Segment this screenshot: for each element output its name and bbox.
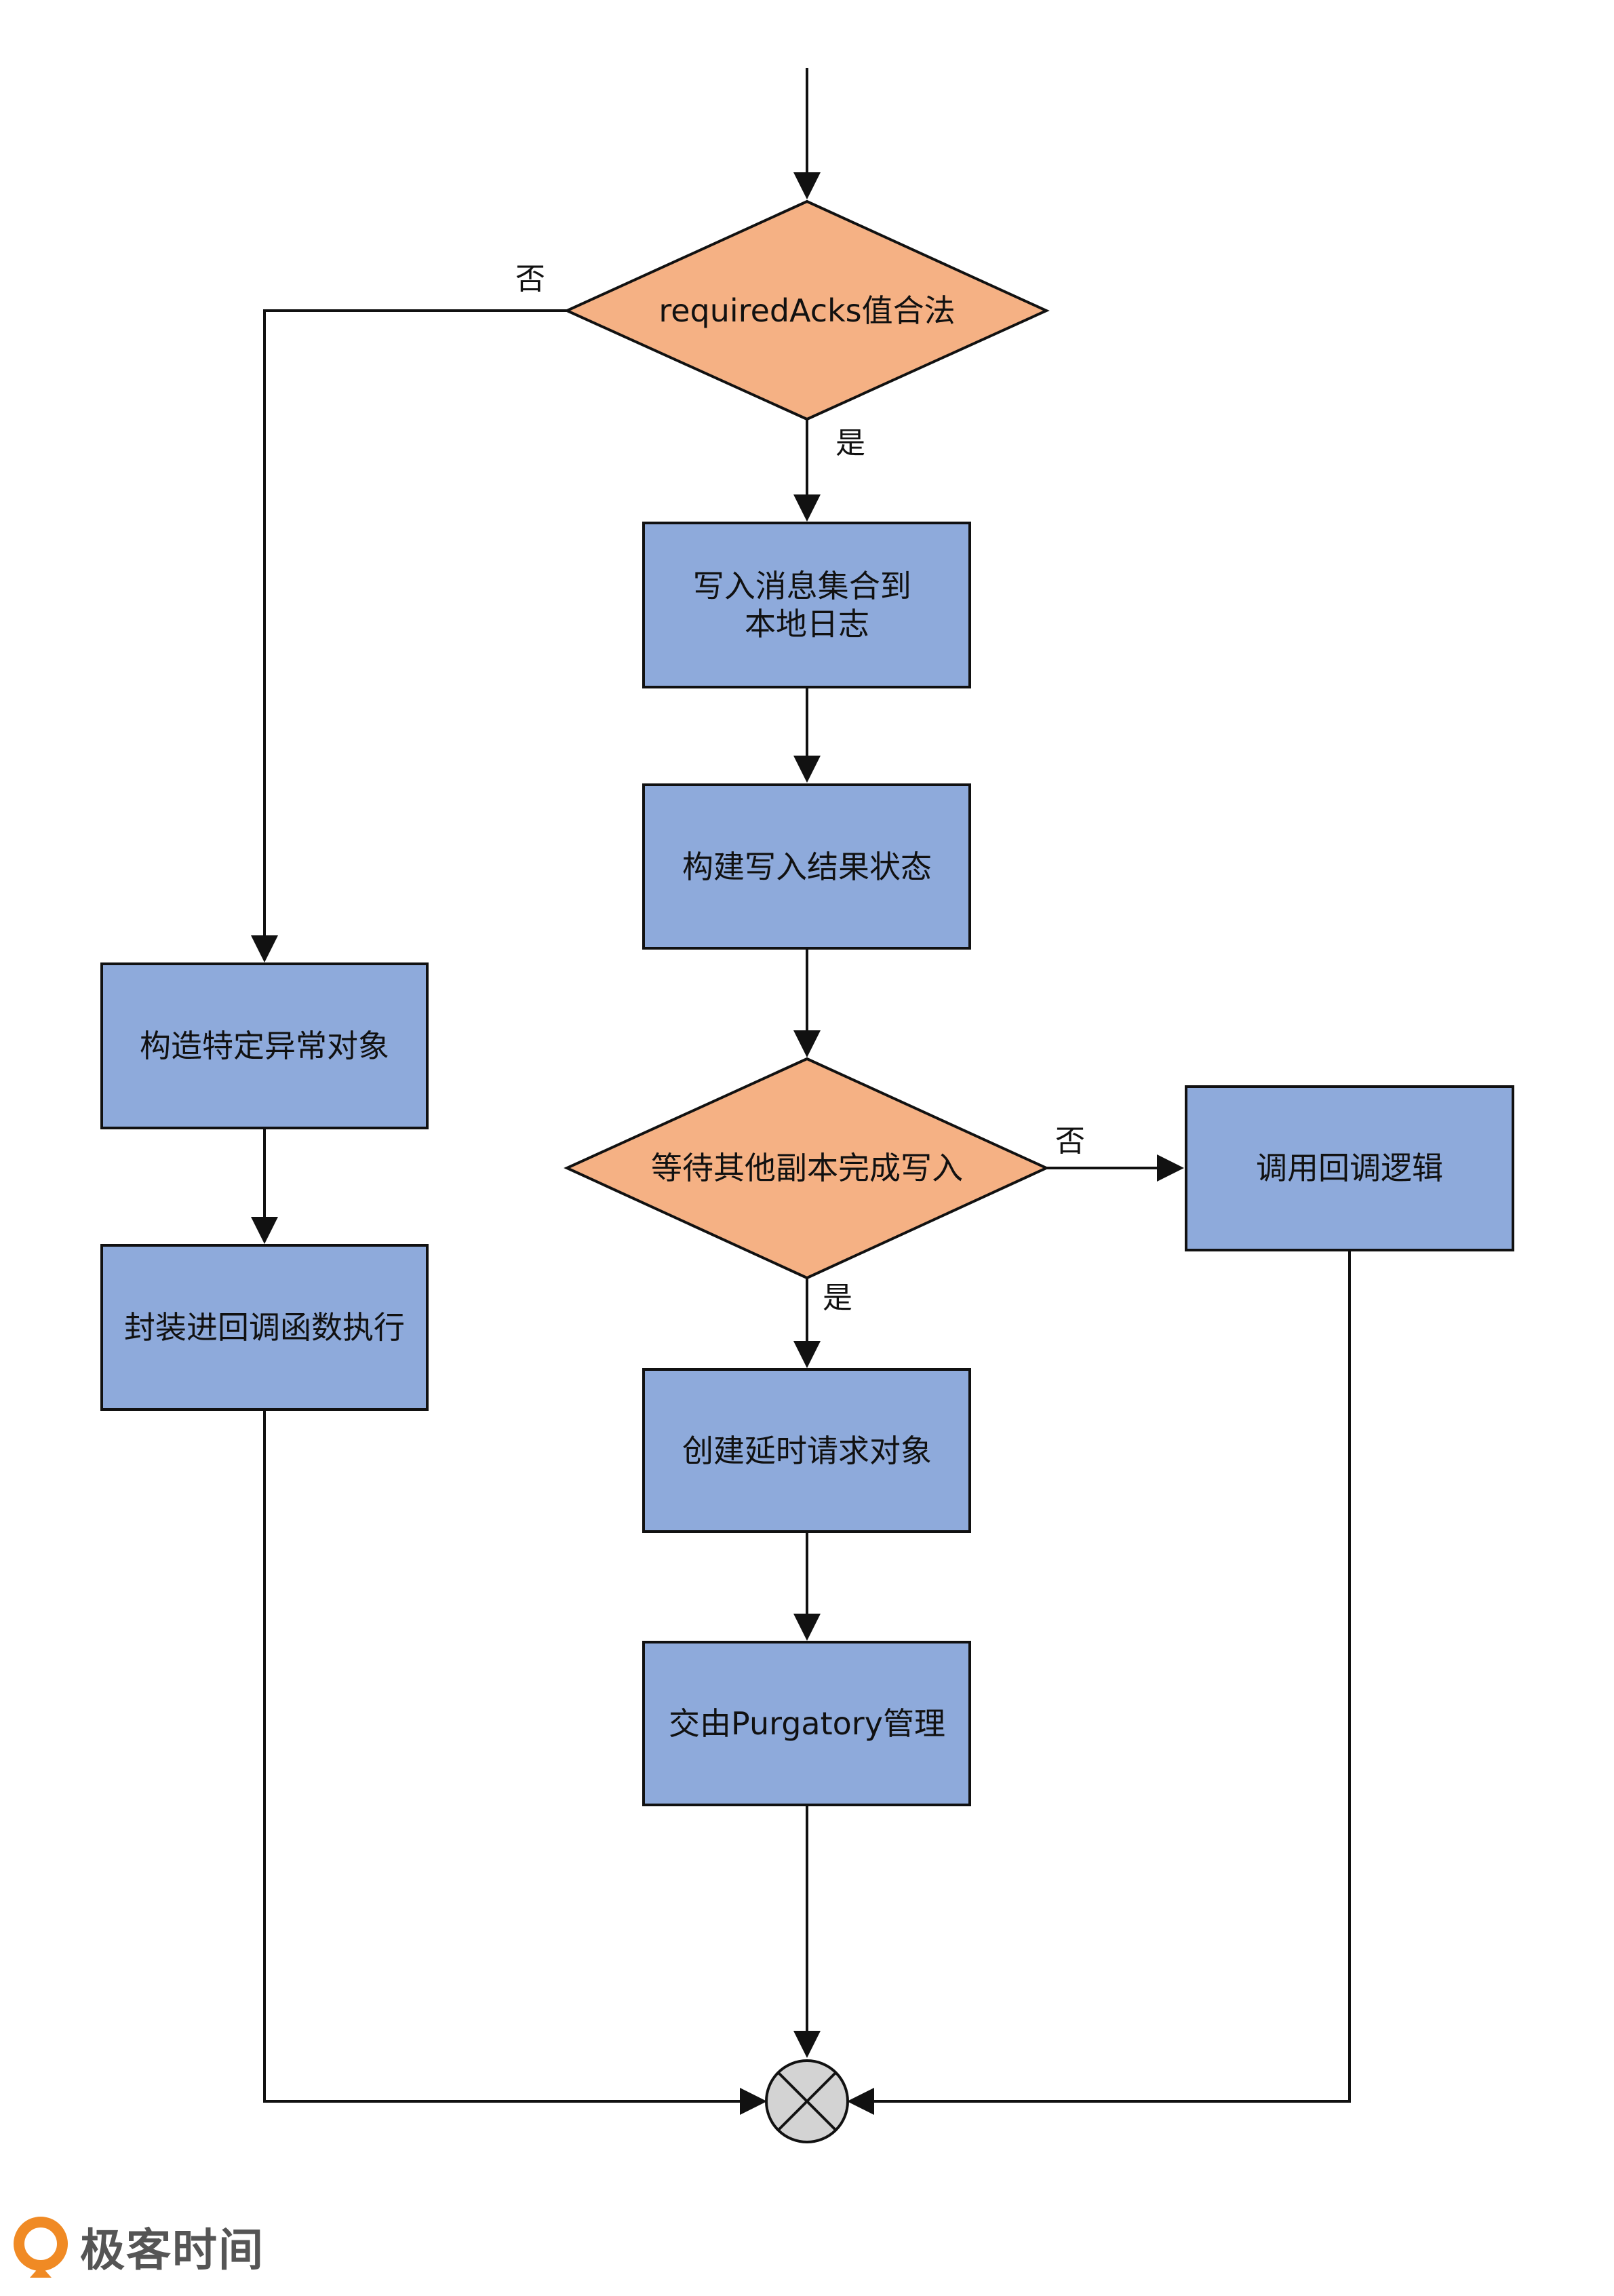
process-create-delayed-request: 创建延时请求对象 [642, 1368, 971, 1533]
decision-diamond [564, 1057, 1050, 1280]
decision-wait-replicas: 等待其他副本完成写入 [564, 1057, 1050, 1280]
label-acks-no: 否 [515, 262, 545, 296]
process-box [642, 1368, 971, 1533]
merge-node [765, 2059, 849, 2143]
geektime-logo: 极客时间 [9, 2213, 264, 2280]
label-acks-yes: 是 [835, 426, 865, 461]
merge-cross-line-2 [777, 2071, 837, 2131]
logo-text: 极客时间 [80, 2224, 264, 2276]
label-wait-no: 否 [1055, 1124, 1085, 1159]
edge-acks-no [251, 309, 567, 962]
process-build-exception: 构造特定异常对象 [100, 962, 429, 1129]
process-box [100, 1244, 429, 1411]
process-build-exception-label: 构造特定异常对象 [140, 1028, 389, 1064]
process-write-local-log: 写入消息集合到 本地日志 [642, 522, 971, 688]
edge-callback-to-merge [847, 1250, 1351, 2115]
process-write-local-log-line-2: 本地日志 [745, 606, 869, 642]
decision-required-acks-label: requiredAcks值合法 [658, 292, 955, 329]
process-build-write-status: 构建写入结果状态 [642, 783, 971, 950]
process-build-write-status-label: 构建写入结果状态 [682, 849, 932, 885]
process-box [642, 783, 971, 950]
decision-required-acks: requiredAcks值合法 [564, 199, 1050, 421]
process-box [642, 522, 971, 688]
process-box [1185, 1085, 1514, 1251]
geektime-logo-icon [14, 2217, 68, 2278]
process-hand-to-purgatory-label: 交由Purgatory管理 [669, 1705, 945, 1742]
process-write-local-log-label: 写入消息集合到 本地日志 [693, 568, 922, 642]
process-wrap-callback: 封装进回调函数执行 [100, 1244, 429, 1411]
process-hand-to-purgatory: 交由Purgatory管理 [642, 1641, 971, 1806]
decision-diamond [564, 199, 1050, 421]
process-invoke-callback: 调用回调逻辑 [1185, 1085, 1514, 1251]
edge-wrap-to-merge [263, 1409, 767, 2115]
process-invoke-callback-label: 调用回调逻辑 [1256, 1150, 1443, 1186]
process-box [642, 1641, 971, 1806]
decision-wait-replicas-label: 等待其他副本完成写入 [651, 1150, 963, 1186]
edges [251, 68, 1351, 2115]
process-wrap-callback-label: 封装进回调函数执行 [124, 1309, 405, 1346]
process-create-delayed-request-label: 创建延时请求对象 [682, 1433, 932, 1469]
label-wait-yes: 是 [823, 1281, 852, 1315]
process-write-local-log-line-1: 写入消息集合到 [693, 568, 911, 604]
process-box [100, 962, 429, 1129]
